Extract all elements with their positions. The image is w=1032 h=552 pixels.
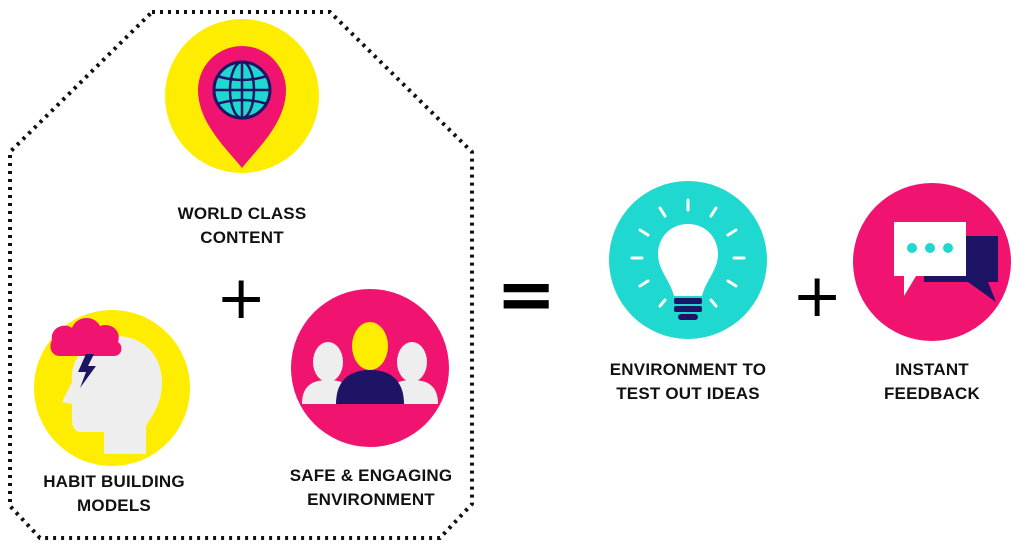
- lightbulb-icon: [609, 181, 767, 339]
- equals-operator: =: [496, 252, 557, 336]
- safe-line1: SAFE & ENGAGING: [289, 466, 453, 485]
- world-class-line2: CONTENT: [200, 228, 284, 247]
- habit-building-models-label: HABIT BUILDING MODELS: [30, 470, 198, 518]
- chat-bubbles-icon: [853, 183, 1011, 341]
- environment-line1: ENVIRONMENT TO: [609, 360, 767, 379]
- plus-operator-right: +: [792, 261, 843, 331]
- instant-feedback-label: INSTANT FEEDBACK: [872, 358, 992, 406]
- people-group-icon: [291, 289, 449, 447]
- safe-line2: ENVIRONMENT: [307, 490, 435, 509]
- world-class-content-label: WORLD CLASS CONTENT: [162, 202, 322, 250]
- environment-line2: TEST OUT IDEAS: [616, 384, 760, 403]
- globe-location-pin-icon: [165, 19, 319, 173]
- feedback-line1: INSTANT: [895, 360, 969, 379]
- safe-engaging-environment-label: SAFE & ENGAGING ENVIRONMENT: [282, 464, 460, 512]
- head-thought-cloud-icon: [34, 310, 190, 466]
- dotted-house-outline: [8, 10, 474, 540]
- plus-operator-left: +: [216, 263, 267, 333]
- world-class-line1: WORLD CLASS: [177, 204, 307, 223]
- habit-line1: HABIT BUILDING: [43, 472, 185, 491]
- feedback-line2: FEEDBACK: [883, 384, 981, 403]
- environment-test-ideas-label: ENVIRONMENT TO TEST OUT IDEAS: [598, 358, 778, 406]
- habit-line2: MODELS: [77, 496, 151, 515]
